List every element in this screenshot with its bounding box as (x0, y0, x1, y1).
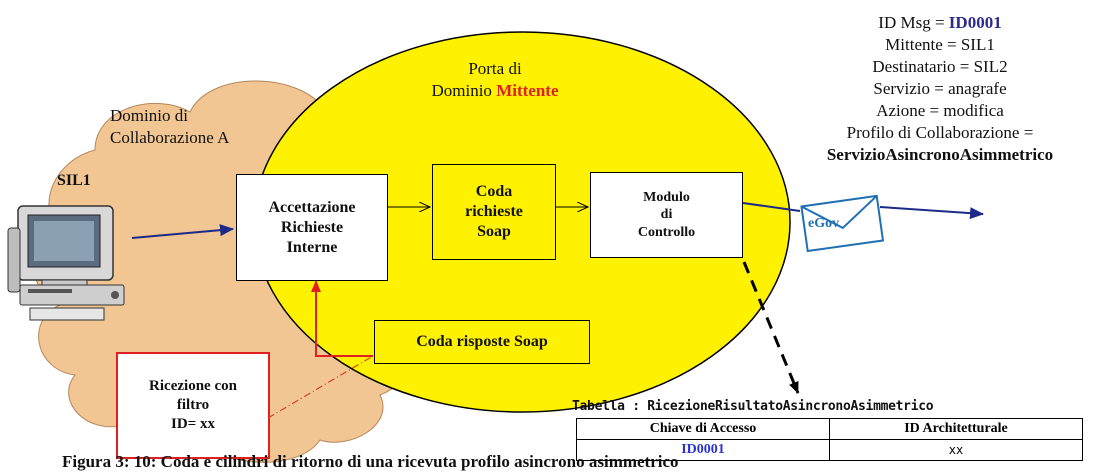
table-cell-chiave: ID0001 (576, 439, 830, 461)
domain-label-line2: Collaborazione A (110, 128, 230, 148)
arrow-modulo-to-table (742, 261, 800, 394)
table-header-id-arch: ID Architetturale (829, 418, 1083, 440)
msg-profilo-value: ServizioAsincronoAsimmetrico (826, 145, 1054, 164)
table-title: Tabella : RicezioneRisultatoAsincronoAsi… (572, 399, 934, 414)
table-header-row: Chiave di Accesso ID Architetturale (576, 418, 1083, 440)
accettazione-line1: Accettazione (268, 198, 356, 216)
table-row: ID0001 xx (576, 439, 1083, 461)
arrow-sil1-to-accettazione (131, 224, 234, 239)
table-cell-id-arch: xx (829, 439, 1083, 461)
accettazione-line3: Interne (286, 238, 338, 256)
msg-id-prefix: ID Msg = (878, 13, 949, 32)
sil1-label: SIL1 (57, 172, 91, 189)
envelope-label: eGov (808, 216, 840, 231)
msg-profilo-label: Profilo di Collaborazione = (846, 123, 1034, 142)
message-info: ID Msg = ID0001 Mittente = SIL1 Destinat… (790, 12, 1090, 166)
msg-id-row: ID Msg = ID0001 (790, 12, 1090, 34)
domain-label: Dominio di Collaborazione A (110, 105, 280, 149)
domain-label-line1: Dominio di (110, 106, 188, 125)
ricezione-line3: ID= xx (171, 415, 215, 432)
box-ricezione: Ricezione con filtro ID= xx (116, 352, 270, 459)
box-accettazione: Accettazione Richieste Interne (236, 174, 388, 281)
msg-mittente: Mittente = SIL1 (885, 35, 995, 54)
computer-icon (7, 205, 125, 321)
porta-label-highlight: Mittente (496, 81, 559, 101)
table-header-chiave: Chiave di Accesso (576, 418, 830, 440)
modulo-line3: Controllo (637, 224, 696, 240)
box-modulo-controllo: Modulo di Controllo (590, 172, 743, 258)
coda-richieste-line1: Coda (475, 183, 513, 200)
coda-risposte-label: Coda risposte Soap (416, 333, 548, 350)
link-ricezione-to-risposte (267, 355, 374, 419)
msg-destinatario: Destinatario = SIL2 (872, 57, 1008, 76)
coda-richieste-line2: richieste (465, 203, 523, 220)
msg-azione: Azione = modifica (876, 101, 1004, 120)
porta-label-prefix: Dominio (431, 81, 492, 101)
ricezione-line2: filtro (176, 397, 210, 414)
box-coda-richieste: Coda richieste Soap (432, 164, 556, 260)
coda-richieste-line3: Soap (477, 223, 511, 240)
msg-servizio: Servizio = anagrafe (873, 79, 1007, 98)
modulo-line1: Modulo (643, 189, 690, 205)
msg-id-value: ID0001 (948, 13, 1002, 32)
lookup-table: Chiave di Accesso ID Architetturale ID00… (576, 418, 1083, 461)
figure-caption: Figura 3: 10: Coda e cilindri di ritorno… (62, 452, 679, 471)
arrow-envelope-outward (879, 206, 984, 220)
porta-label-line1: Porta di (468, 59, 522, 78)
porta-label: Porta di Dominio Mittente (395, 58, 595, 102)
envelope-icon (800, 194, 885, 253)
arrow-risposte-to-accettazione (311, 280, 373, 357)
modulo-line2: di (660, 207, 673, 223)
arrow-modulo-to-envelope (742, 202, 801, 212)
box-coda-risposte: Coda risposte Soap (374, 320, 590, 364)
porta-label-line2: Dominio Mittente (395, 80, 595, 102)
ricezione-line1: Ricezione con (149, 378, 237, 395)
accettazione-line2: Richieste (280, 218, 344, 236)
